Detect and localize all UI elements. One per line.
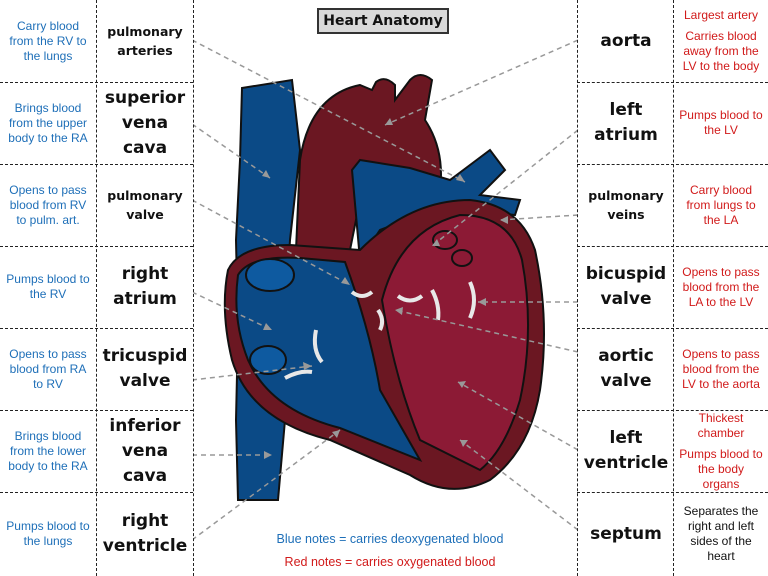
right-notes-column: Largest artery Carries blood away from t… xyxy=(674,0,768,576)
term-inferior-vena-cava: inferior vena cava xyxy=(109,415,181,486)
tricuspid-valve-shape xyxy=(284,369,313,380)
right-note-left-atrium: Pumps blood to the LV xyxy=(679,108,763,137)
pulmonary-vein-shape-2 xyxy=(451,249,473,267)
term-tricuspid-valve: tricuspid valve xyxy=(102,346,188,391)
right-note-left-ventricle-line2: Pumps blood to the body organs xyxy=(679,446,763,491)
term-left-atrium: left atrium xyxy=(594,100,658,145)
term-septum: septum xyxy=(590,523,662,544)
term-pulmonary-valve: pulmonary valve xyxy=(107,188,183,222)
left-note-superior-vena-cava: Brings blood from the upper body to the … xyxy=(8,100,88,145)
term-pulmonary-arteries: pulmonary arteries xyxy=(107,24,183,58)
legend-red: Red notes = carries oxygenated blood xyxy=(284,555,496,569)
valve-flap-2 xyxy=(312,329,324,364)
term-aortic-valve: aortic valve xyxy=(598,346,654,391)
valve-flap xyxy=(430,289,441,321)
right-terms-column: aorta left atrium pulmonary veins bicusp… xyxy=(578,0,674,576)
legend-blue: Blue notes = carries deoxygenated blood xyxy=(276,532,504,546)
arrow-heads xyxy=(262,118,508,459)
term-left-ventricle: left ventricle xyxy=(583,428,669,473)
right-note-aortic-valve: Opens to pass blood from the LV to the a… xyxy=(682,346,760,391)
bicuspid-valve-shape xyxy=(468,281,476,319)
left-heart-shape xyxy=(380,213,529,472)
right-heart-shape xyxy=(235,256,423,462)
pulmonary-valve-shape xyxy=(350,290,374,298)
right-note-pulmonary-veins: Carry blood from lungs to the LA xyxy=(686,182,756,227)
left-note-pulmonary-arteries: Carry blood from the RV to the lungs xyxy=(9,18,87,63)
leader-lines xyxy=(191,39,579,541)
term-superior-vena-cava: superior vena cava xyxy=(104,87,186,158)
left-notes-column: Carry blood from the RV to the lungs Bri… xyxy=(0,0,96,576)
right-note-aorta: Largest artery Carries blood away from t… xyxy=(674,0,768,82)
aortic-valve-shape xyxy=(396,294,424,303)
left-terms-column: pulmonary arteries superior vena cava pu… xyxy=(97,0,193,576)
term-right-atrium: right atrium xyxy=(113,264,177,309)
left-note-inferior-vena-cava: Brings blood from the lower body to the … xyxy=(8,428,88,473)
valve-flap-3 xyxy=(376,308,385,331)
term-pulmonary-veins: pulmonary veins xyxy=(588,188,664,222)
term-aorta: aorta xyxy=(600,30,652,51)
right-note-left-ventricle: Thickest chamber Pumps blood to the body… xyxy=(674,410,768,492)
diagram-title: Heart Anatomy xyxy=(317,8,449,34)
right-ventricle-chamber-shape xyxy=(249,345,287,375)
right-note-septum: Separates the right and left sides of th… xyxy=(683,504,759,563)
term-bicuspid-valve: bicuspid valve xyxy=(585,264,667,309)
right-atrium-shape xyxy=(245,258,295,292)
left-note-tricuspid-valve: Opens to pass blood from RA to RV xyxy=(9,346,87,391)
left-note-right-atrium: Pumps blood to the RV xyxy=(6,272,90,301)
left-note-right-ventricle: Pumps blood to the lungs xyxy=(6,519,90,548)
term-right-ventricle: right ventricle xyxy=(102,511,188,556)
right-note-aorta-line1: Largest artery xyxy=(683,8,759,22)
right-note-aorta-line2: Carries blood away from the LV to the bo… xyxy=(682,29,760,73)
right-note-left-ventricle-line1: Thickest chamber xyxy=(697,410,745,440)
left-note-pulmonary-valve: Opens to pass blood from RV to pulm. art… xyxy=(9,182,87,227)
right-note-bicuspid-valve: Opens to pass blood from the LA to the L… xyxy=(682,264,760,309)
